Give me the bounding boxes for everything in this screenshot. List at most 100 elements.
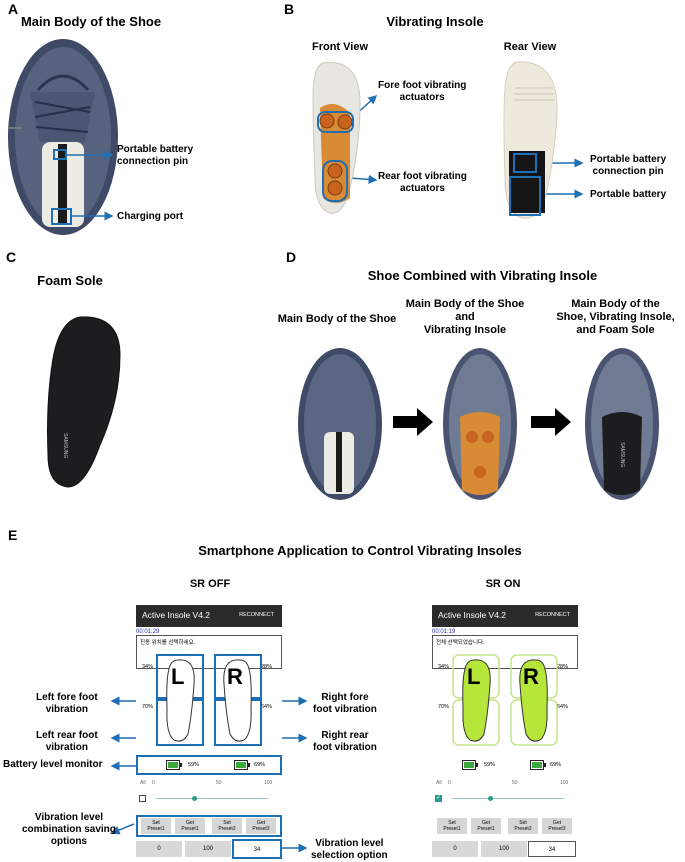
set-preset2-button[interactable]: Set Preset2 bbox=[212, 818, 242, 834]
timer: 00:01:19 bbox=[432, 629, 456, 635]
set-preset1-button[interactable]: Set Preset1 bbox=[437, 818, 467, 834]
battery-pin-highlight bbox=[53, 149, 67, 160]
left-letter: L bbox=[171, 664, 185, 689]
left-fore-pct: 34% bbox=[142, 664, 154, 670]
label-left-fore: Left fore foot vibration bbox=[36, 692, 98, 715]
get-preset1-button[interactable]: Get Preset1 bbox=[175, 818, 205, 834]
panel-c-title: Foam Sole bbox=[37, 273, 103, 288]
all-checkbox[interactable]: ✓ bbox=[435, 795, 442, 802]
label-right-fore: Right fore foot vibration bbox=[313, 692, 377, 715]
label-right-rear: Right rear foot vibration bbox=[313, 730, 377, 753]
step-1-label: Main Body of the Shoe bbox=[277, 313, 397, 325]
message-box: 전체 선택되었습니다. bbox=[432, 635, 578, 669]
panel-e-title: Smartphone Application to Control Vibrat… bbox=[198, 543, 522, 558]
charging-port-highlight bbox=[51, 208, 72, 225]
app-screen-sr-off: Active Insole V4.2 RECONNECT 00:01:29 진동… bbox=[136, 605, 282, 860]
step-3-photo: SAMSUNG bbox=[582, 342, 662, 502]
foam-sole-photo: SAMSUNG bbox=[40, 315, 125, 490]
left-rear-pct: 70% bbox=[438, 704, 450, 710]
slider-min-label: 0 bbox=[448, 780, 451, 786]
timer: 00:01:29 bbox=[136, 629, 160, 635]
label-left-rear: Left rear foot vibration bbox=[36, 730, 98, 753]
all-checkbox[interactable] bbox=[139, 795, 146, 802]
right-rear-pct: 64% bbox=[557, 704, 569, 710]
get-preset1-button[interactable]: Get Preset1 bbox=[471, 818, 501, 834]
vibration-slider[interactable] bbox=[156, 798, 268, 799]
panel-letter-c: C bbox=[6, 249, 17, 265]
right-battery-icon bbox=[234, 760, 250, 770]
panel-letter-b: B bbox=[284, 1, 295, 17]
label-charging-port: Charging port bbox=[117, 211, 184, 222]
right-fore-pct: 28% bbox=[261, 664, 273, 670]
left-battery-pct: 59% bbox=[188, 762, 200, 768]
step-3-label: Main Body of the Shoe, Vibrating Insole,… bbox=[556, 298, 675, 336]
left-battery-pct: 59% bbox=[484, 762, 496, 768]
battery-monitor-frame bbox=[136, 755, 282, 775]
panel-letter-d: D bbox=[286, 249, 297, 265]
label-level-selection: Vibration level selection option bbox=[311, 838, 388, 861]
fore-actuator-highlight bbox=[317, 111, 354, 133]
step-1-photo bbox=[292, 342, 387, 502]
level-0-button[interactable]: 0 bbox=[432, 841, 478, 857]
reconnect-button[interactable]: RECONNECT bbox=[239, 612, 274, 618]
rear-pin-highlight bbox=[513, 153, 537, 173]
slider-all-label: All bbox=[140, 780, 146, 786]
right-insole-button[interactable]: R bbox=[510, 654, 558, 746]
get-preset2-button[interactable]: Get Preset2 bbox=[246, 818, 276, 834]
panel-letter-e: E bbox=[8, 527, 18, 543]
insole-front-photo bbox=[305, 58, 365, 218]
vibration-slider[interactable] bbox=[452, 798, 564, 799]
slider-knob[interactable] bbox=[191, 796, 197, 801]
panel-letter-a: A bbox=[8, 1, 19, 17]
label-portable-battery: Portable battery bbox=[590, 189, 667, 200]
step-2-photo bbox=[440, 342, 520, 502]
label-combo-options: Vibration level combination saving optio… bbox=[22, 812, 116, 847]
right-battery-icon bbox=[530, 760, 546, 770]
insole-rear-photo bbox=[497, 58, 562, 223]
step-3-brand: SAMSUNG bbox=[619, 442, 625, 468]
label-rear-pin: Portable battery connection pin bbox=[590, 154, 667, 177]
level-0-button[interactable]: 0 bbox=[136, 841, 182, 857]
level-100-button[interactable]: 100 bbox=[185, 841, 231, 857]
sr-on-title: SR ON bbox=[485, 578, 521, 590]
slider-min-label: 0 bbox=[152, 780, 155, 786]
slider-max-label: 100 bbox=[560, 780, 569, 786]
app-bar: Active Insole V4.2 RECONNECT bbox=[432, 605, 578, 627]
panel-a-title: Main Body of the Shoe bbox=[20, 14, 162, 29]
left-insole-button[interactable]: L bbox=[452, 654, 500, 746]
reconnect-button[interactable]: RECONNECT bbox=[535, 612, 570, 618]
level-100-button[interactable]: 100 bbox=[481, 841, 527, 857]
left-battery-icon bbox=[462, 760, 478, 770]
app-title: Active Insole V4.2 bbox=[142, 610, 211, 620]
slider-knob[interactable] bbox=[487, 796, 493, 801]
panel-d-title: Shoe Combined with Vibrating Insole bbox=[367, 268, 598, 283]
app-title: Active Insole V4.2 bbox=[438, 610, 507, 620]
left-rear-pct: 70% bbox=[142, 704, 154, 710]
level-input[interactable]: 34 bbox=[232, 839, 282, 859]
slider-all-label: All bbox=[436, 780, 442, 786]
left-letter: L bbox=[467, 664, 481, 689]
shoe-top-photo bbox=[0, 32, 125, 237]
right-rear-pct: 64% bbox=[261, 704, 273, 710]
slider-mid-label: 50 bbox=[512, 780, 518, 786]
right-fore-pct: 28% bbox=[557, 664, 569, 670]
right-battery-pct: 69% bbox=[550, 762, 562, 768]
left-fore-pct: 34% bbox=[438, 664, 450, 670]
rear-actuator-highlight bbox=[322, 160, 348, 202]
set-preset2-button[interactable]: Set Preset2 bbox=[508, 818, 538, 834]
level-input[interactable]: 34 bbox=[528, 841, 576, 857]
right-insole-button[interactable]: R bbox=[214, 654, 262, 746]
portable-battery-highlight bbox=[509, 176, 541, 216]
left-insole-button[interactable]: L bbox=[156, 654, 204, 746]
panel-b-title: Vibrating Insole bbox=[386, 14, 484, 29]
step-2-label: Main Body of the Shoe and Vibrating Inso… bbox=[405, 298, 525, 336]
label-rear-actuators: Rear foot vibrating actuators bbox=[378, 171, 467, 194]
set-preset1-button[interactable]: Set Preset1 bbox=[141, 818, 171, 834]
right-letter: R bbox=[227, 664, 243, 689]
rear-view-title: Rear View bbox=[503, 41, 557, 53]
get-preset2-button[interactable]: Get Preset2 bbox=[542, 818, 572, 834]
slider-max-label: 100 bbox=[264, 780, 273, 786]
front-view-title: Front View bbox=[311, 41, 369, 53]
label-battery-monitor: Battery level monitor bbox=[3, 759, 103, 770]
app-screen-sr-on: Active Insole V4.2 RECONNECT 00:01:19 전체… bbox=[432, 605, 578, 860]
